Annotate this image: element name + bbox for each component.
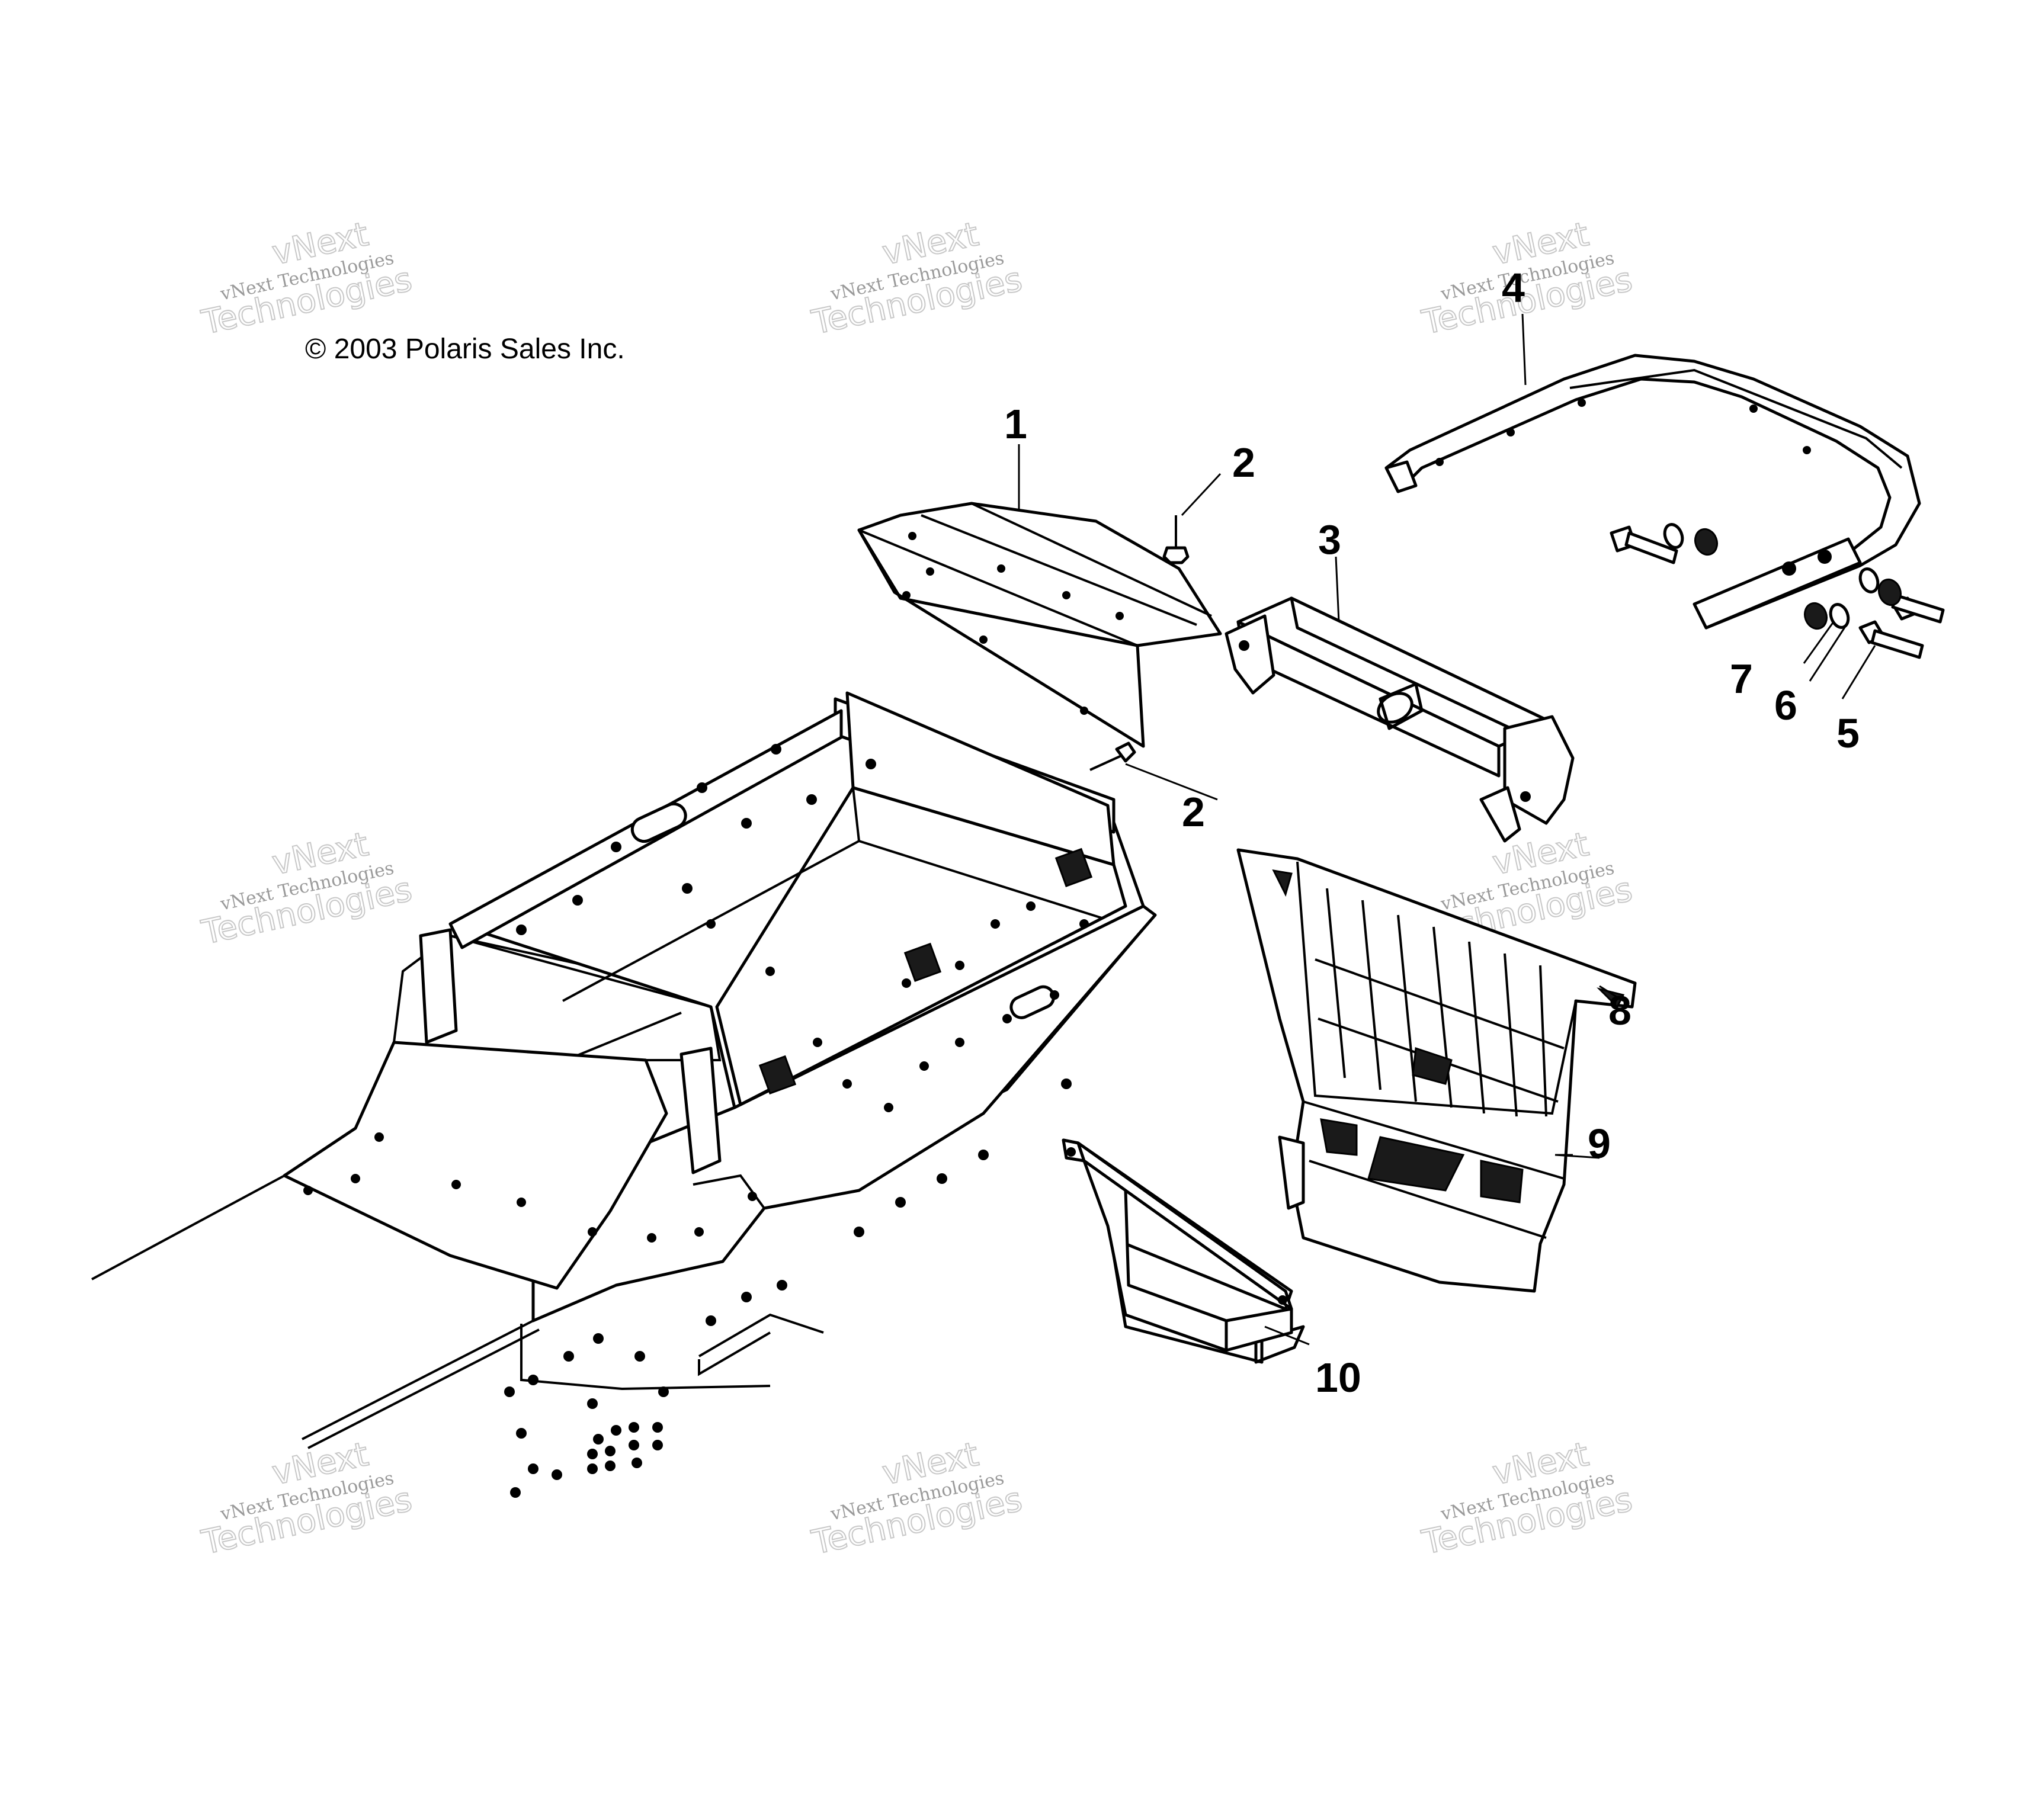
callout-2: 2 [1232, 439, 1255, 486]
bolt-icon[interactable] [1610, 525, 1678, 564]
nut-icon[interactable] [1692, 526, 1905, 632]
rear-grab-bumper-icon[interactable] [1384, 354, 1921, 630]
bolt-icon[interactable] [1891, 593, 1945, 624]
callout-1: 1 [1004, 401, 1027, 447]
callout-5: 5 [1836, 710, 1860, 756]
callout-4: 4 [1502, 265, 1525, 311]
callout-6: 6 [1774, 682, 1797, 728]
watermark: vNext vNext Technologies Technologies [198, 824, 416, 953]
reflector-bracket-icon[interactable] [1062, 1138, 1305, 1364]
push-rivet-icon[interactable] [1089, 742, 1136, 771]
watermark: vNext vNext Technologies Technologies [198, 1434, 416, 1563]
copyright-text: © 2003 Polaris Sales Inc. [305, 333, 625, 365]
storage-lid-panel-icon[interactable] [857, 502, 1222, 748]
watermark: vNext vNext Technologies Technologies [1418, 1434, 1636, 1563]
rear-bumper-bracket-icon[interactable] [1225, 596, 1575, 843]
watermark: vNext vNext Technologies Technologies [808, 1434, 1026, 1563]
push-rivet-icon[interactable] [1162, 515, 1190, 564]
bolt-icon[interactable] [1858, 620, 1924, 659]
callout-labels: 1 2 3 4 5 6 7 2 8 9 10 [1004, 265, 1860, 1401]
callout-7: 7 [1730, 656, 1753, 702]
watermark: vNext vNext Technologies Technologies [198, 214, 416, 343]
chassis-tunnel-illustration [91, 691, 1157, 1498]
callout-10: 10 [1315, 1354, 1361, 1401]
callout-2-lower: 2 [1182, 789, 1205, 835]
callout-8: 8 [1608, 987, 1631, 1033]
watermark: vNext vNext Technologies Technologies [808, 214, 1026, 343]
callout-3: 3 [1318, 516, 1341, 563]
snow-flap-icon[interactable] [1236, 848, 1637, 1293]
rivet-holes [303, 744, 1089, 1498]
washer-icon[interactable] [1662, 522, 1881, 630]
callout-9: 9 [1588, 1121, 1611, 1167]
leader-lines [1018, 313, 1876, 1346]
